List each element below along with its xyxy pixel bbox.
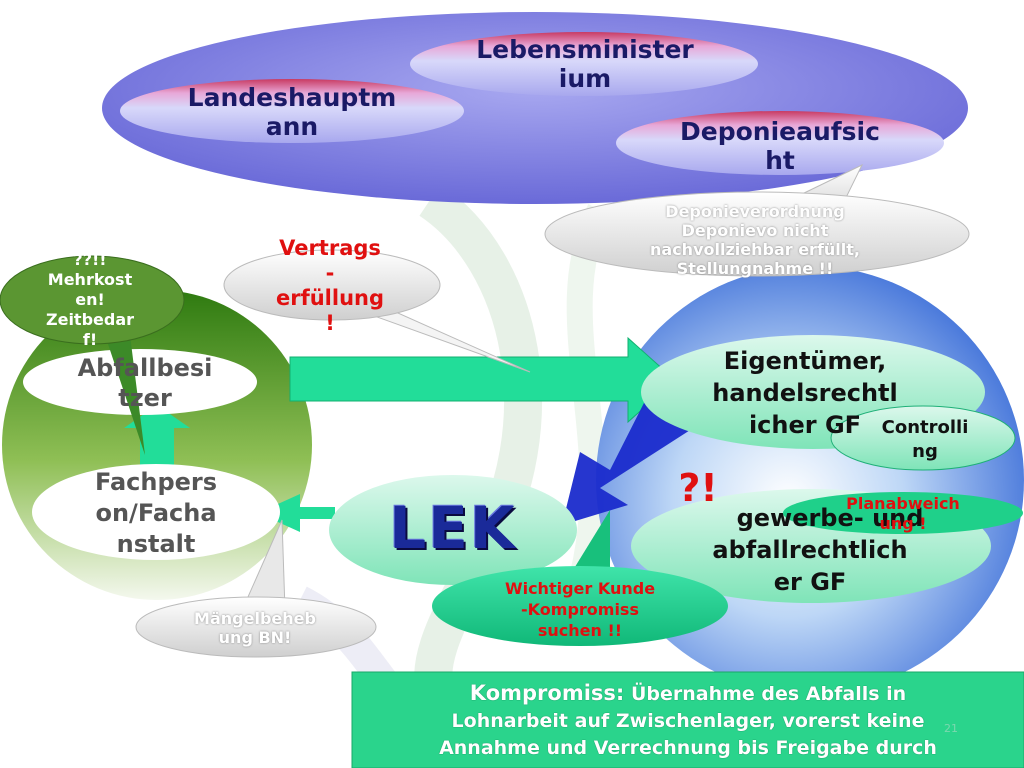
lek-label: LEK	[389, 494, 517, 562]
maengel-callout	[135, 596, 377, 658]
compromise-heading: Kompromiss:	[469, 681, 625, 705]
interrobang-label: ?!	[678, 466, 718, 510]
arrow-to-fachperson	[258, 494, 335, 532]
compromise-line1: Übernahme des Abfalls in	[630, 683, 907, 705]
wichtiger-kunde-callout	[432, 566, 728, 646]
blue-arrow	[562, 395, 698, 525]
landeshauptmann-pill	[120, 79, 464, 143]
wichtiger-kunde-label: Wichtiger Kunde -Kompromiss suchen !!	[504, 578, 656, 640]
abfallbesitzer-ellipse	[23, 349, 257, 415]
eigentuemer-label: Eigentümer, handelsrechtl icher GF	[712, 347, 898, 439]
mehrkosten-callout-tail	[105, 335, 145, 455]
fachperson-ellipse	[32, 464, 280, 560]
mehrkosten-callout-text: ??!! Mehrkost en! Zeitbedar f!	[45, 250, 135, 349]
vertrag-callout	[223, 249, 441, 321]
deponieaufsicht-pill	[616, 111, 944, 175]
vertrag-callout-text: Vertrags - erfüllung !	[275, 236, 384, 335]
compromise-box	[351, 671, 1024, 768]
deponie-callout	[544, 191, 970, 277]
fachperson-label: Fachpers on/Facha nstalt	[94, 467, 218, 558]
deponieaufsicht-label: Deponieaufsicht	[680, 117, 880, 175]
page-number: 21	[944, 722, 958, 735]
maengel-label: Mängelbeheb ung BN!	[194, 609, 316, 647]
mehrkosten-callout	[0, 255, 185, 345]
lek-ellipse	[329, 475, 577, 585]
deponie-callout-text: Deponieverordnung Deponievo nicht nachvo…	[650, 202, 860, 278]
planabweichung-label: Planabweich ung !	[846, 494, 960, 533]
landeshauptmann-label: Landeshauptmann	[187, 83, 397, 141]
controlling-ellipse	[830, 405, 1016, 471]
abfallbesitzer-label: Abfallbesi tzer	[77, 354, 213, 412]
compromise-text: Kompromiss: Übernahme des Abfalls in Loh…	[356, 680, 1020, 768]
planabweichung-ellipse	[783, 492, 1023, 534]
wichtiger-kunde-callout-tail	[570, 510, 610, 580]
compromise-line2: Lohnarbeit auf Zwischenlager, vorerst ke…	[451, 710, 925, 732]
lebensministerium-label: Lebensministerium	[476, 35, 694, 93]
lebensministerium-pill	[410, 32, 758, 96]
gewerberechtlich-label: gewerbe- und abfallrechtlich er GF	[712, 504, 924, 596]
controlling-label: Controlli ng	[881, 417, 969, 462]
compromise-line3: Annahme und Verrechnung bis Freigabe dur…	[439, 737, 937, 759]
